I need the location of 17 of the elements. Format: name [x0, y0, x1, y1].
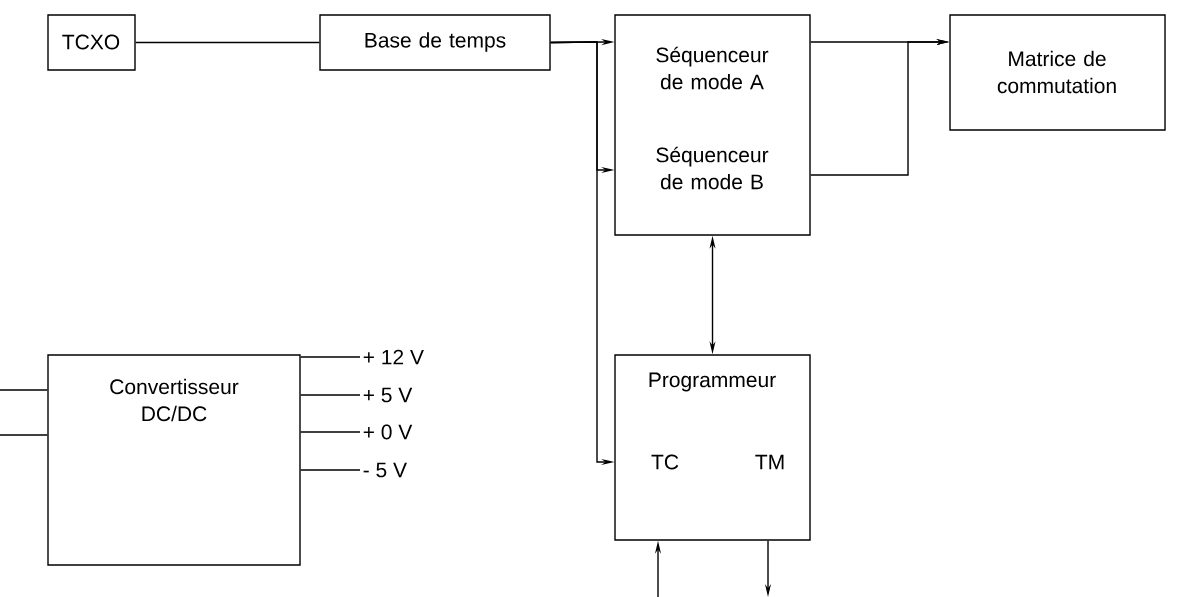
connector-line	[300, 394, 361, 396]
voltage-label: + 5 V	[363, 387, 413, 403]
block-box: Matrice de commutation	[949, 14, 1166, 131]
connector-line	[0, 389, 48, 391]
voltage-label: - 5 V	[363, 462, 407, 478]
voltage-label: + 0 V	[363, 424, 413, 440]
connector-line	[0, 434, 48, 436]
connector-line	[300, 431, 361, 433]
voltage-label: + 12 V	[363, 349, 424, 365]
connector-line	[135, 41, 320, 44]
block-box: TCXO	[47, 14, 136, 71]
block-box: Séquenceur de mode A Séquenceur de mode B	[614, 14, 811, 236]
block-box: Programmeur TC TM	[614, 354, 811, 541]
block-box: Base de temps	[319, 14, 551, 71]
connector-line	[300, 356, 361, 358]
block-box: Convertisseur DC/DC	[47, 354, 301, 566]
connector-line	[300, 469, 361, 471]
